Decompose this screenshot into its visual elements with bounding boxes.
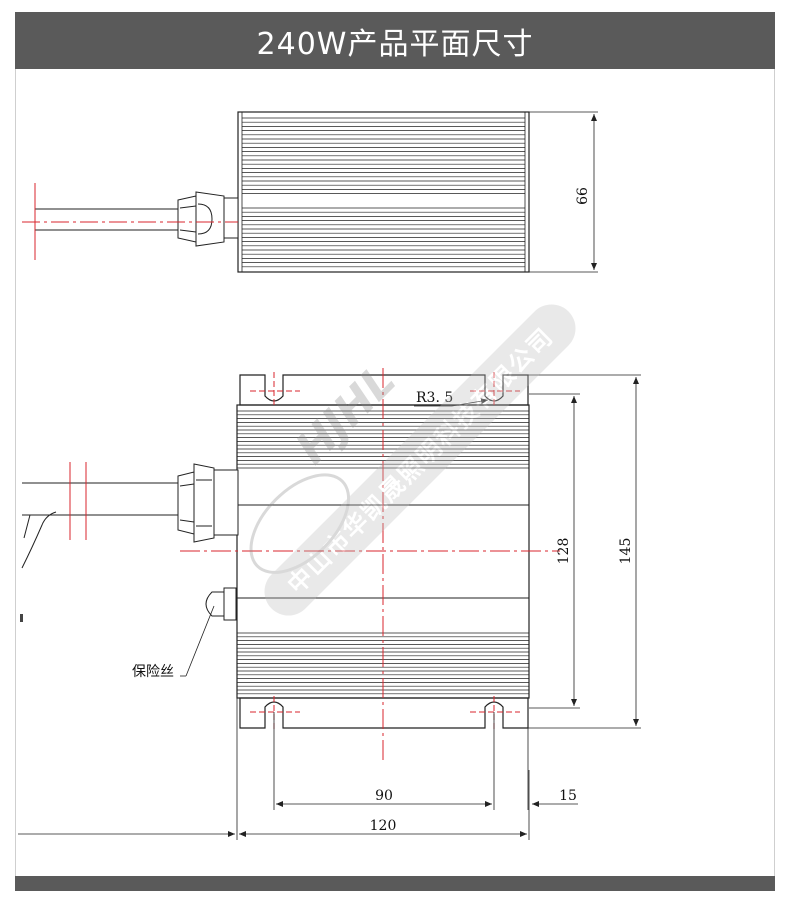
watermark: 中山市华凯晟照明科技有限公司 HJHL — [249, 304, 576, 616]
front-view-cable-gland — [177, 463, 239, 543]
dimension-label-90: 90 — [375, 788, 393, 804]
page-title: 240W产品平面尺寸 — [15, 12, 775, 69]
top-view-fins — [242, 117, 525, 268]
frame-border-left — [15, 69, 16, 876]
dimension-label-145: 145 — [618, 538, 634, 565]
fuse-holder — [205, 587, 237, 621]
dimension-label-r3-5: R3. 5 — [416, 390, 453, 406]
front-view: 保险丝 R3. 5 128 145 — [18, 368, 641, 840]
cable-tail — [21, 511, 57, 569]
dimension-label-120: 120 — [370, 818, 397, 834]
bottom-flange — [239, 697, 529, 729]
top-view: 66 — [22, 111, 598, 273]
dimension-label-66: 66 — [575, 187, 591, 205]
radius-leader-line — [451, 398, 489, 407]
frame-border-right — [774, 69, 775, 876]
drawing-artifact — [20, 614, 23, 622]
fuse-leader-line — [185, 605, 215, 677]
top-view-body — [237, 111, 530, 273]
dimension-label-15: 15 — [559, 788, 577, 804]
watermark-logo-icon — [249, 473, 351, 574]
fuse-label: 保险丝 — [132, 664, 174, 680]
dimension-label-128: 128 — [556, 538, 572, 565]
top-view-cable-gland — [177, 191, 239, 247]
top-flange — [239, 374, 529, 406]
footer-bar — [15, 876, 775, 891]
watermark-brand: HJHL — [286, 355, 406, 475]
